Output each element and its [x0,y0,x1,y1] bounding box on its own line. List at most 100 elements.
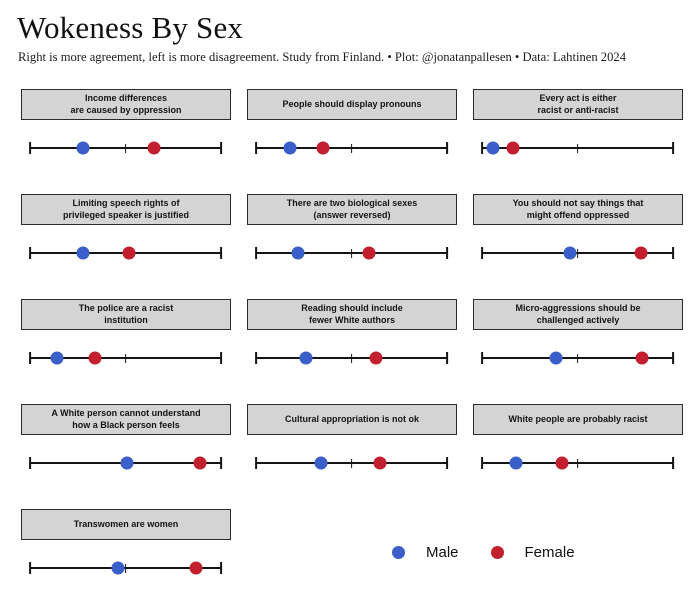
panel-axis [481,246,674,260]
axis-tick-left [255,142,257,154]
statement-panel-6: You should not say things that might off… [473,194,683,299]
statement-panel-10: A White person cannot understand how a B… [21,404,231,509]
axis-tick-right [672,142,674,154]
statement-box: White people are probably racist [473,404,683,435]
axis-tick-left [255,457,257,469]
male-dot [76,141,90,155]
statement-box: The police are a racist institution [21,299,231,330]
statement-text: Every act is either racist or anti-racis… [537,92,619,115]
axis-tick-right [446,247,448,259]
panel-axis [255,141,448,155]
axis-tick-left [255,247,257,259]
axis-tick-right [446,352,448,364]
statement-box: People should display pronouns [247,89,457,120]
panel-axis [29,351,222,365]
female-dot [88,351,102,365]
statement-text: Cultural appropriation is not ok [284,413,419,424]
axis-tick-middle [576,248,579,258]
female-dot [635,351,649,365]
female-dot [634,246,648,260]
axis-tick-right [220,352,222,364]
female-dot [122,246,136,260]
statement-box: Cultural appropriation is not ok [247,404,457,435]
female-dot [555,456,569,470]
axis-tick-left [481,457,483,469]
male-dot [50,351,64,365]
statement-box: Transwomen are women [21,509,231,540]
statement-text: Income differences are caused by oppress… [70,92,182,115]
statement-text: White people are probably racist [508,413,648,424]
axis-tick-left [29,562,31,574]
axis-tick-middle [576,353,579,363]
statement-panel-7: The police are a racist institution [21,299,231,404]
axis-tick-right [220,562,222,574]
panel-axis [255,456,448,470]
panel-axis [29,456,222,470]
axis-tick-left [29,457,31,469]
panel-axis [481,351,674,365]
statement-panel-11: Cultural appropriation is not ok [247,404,457,509]
statement-panel-12: White people are probably racist [473,404,683,509]
female-dot [147,141,161,155]
axis-tick-right [220,247,222,259]
axis-tick-middle [350,353,353,363]
axis-tick-middle [350,458,353,468]
panel-axis [29,246,222,260]
panel-axis [29,141,222,155]
statement-panel-1: Income differences are caused by oppress… [21,89,231,194]
statement-text: Micro-aggressions should be challenged a… [515,302,641,325]
panel-axis [481,141,674,155]
statement-text: Transwomen are women [73,518,179,529]
statement-box: A White person cannot understand how a B… [21,404,231,435]
female-dot [316,141,330,155]
statement-panel-2: People should display pronouns [247,89,457,194]
statement-text: Reading should include fewer White autho… [301,302,403,325]
statement-box: Every act is either racist or anti-racis… [473,89,683,120]
panel-axis [29,561,222,575]
male-dot [563,246,577,260]
statement-text: People should display pronouns [282,98,422,109]
legend-item-male: Male [392,544,459,561]
axis-tick-right [446,457,448,469]
male-dot [549,351,563,365]
statement-box: Micro-aggressions should be challenged a… [473,299,683,330]
chart-title: Wokeness By Sex [17,10,244,45]
axis-tick-left [29,247,31,259]
female-dot [373,456,387,470]
axis-tick-right [220,142,222,154]
axis-tick-right [220,457,222,469]
axis-tick-middle [576,143,579,153]
axis-tick-left [29,142,31,154]
female-dot [506,141,520,155]
panels-grid: Income differences are caused by oppress… [21,89,683,608]
statement-box: Reading should include fewer White autho… [247,299,457,330]
chart-subtitle: Right is more agreement, left is more di… [18,50,626,64]
panel-axis [481,456,674,470]
statement-box: Limiting speech rights of privileged spe… [21,194,231,225]
statement-box: Income differences are caused by oppress… [21,89,231,120]
female-legend-label: Female [524,544,575,561]
female-dot [362,246,376,260]
axis-tick-middle [576,458,579,468]
male-dot [291,246,305,260]
statement-panel-3: Every act is either racist or anti-racis… [473,89,683,194]
axis-tick-right [672,247,674,259]
statement-text: Limiting speech rights of privileged spe… [62,197,190,220]
panel-axis [255,351,448,365]
axis-tick-left [481,142,483,154]
axis-tick-left [481,352,483,364]
male-legend-label: Male [426,544,459,561]
legend: Male Female [392,544,575,561]
axis-tick-right [446,142,448,154]
panel-axis [255,246,448,260]
axis-tick-right [672,457,674,469]
axis-tick-middle [124,353,127,363]
axis-tick-left [29,352,31,364]
axis-tick-left [255,352,257,364]
statement-panel-8: Reading should include fewer White autho… [247,299,457,404]
statement-box: There are two biological sexes (answer r… [247,194,457,225]
axis-tick-left [481,247,483,259]
male-dot [111,561,125,575]
male-dot [299,351,313,365]
axis-tick-middle [124,143,127,153]
